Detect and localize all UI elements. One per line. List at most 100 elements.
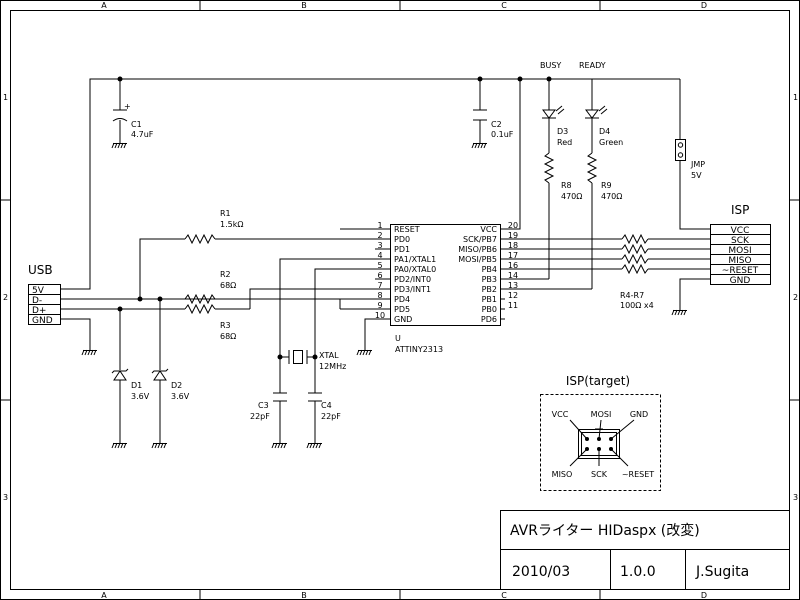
usb-pin-dminus: D-	[32, 296, 42, 306]
mcu-pin-name: RESET	[394, 225, 420, 234]
resistor-r3: R3 68Ω	[184, 303, 236, 341]
mcu-pin-name: PD2/INT0	[394, 275, 431, 284]
usb-title: USB	[28, 263, 53, 277]
mcu-pin-number: 12	[508, 291, 518, 300]
capacitor-c1: + C1 4.7uF	[112, 102, 154, 139]
net-label-ready: READY	[579, 61, 606, 70]
mcu-right-pins: 20VCC19SCK/PB718MISO/PB617MOSI/PB516PB41…	[458, 221, 518, 324]
c2-value: 0.1uF	[491, 130, 514, 139]
capacitor-c3: C3 22pF	[250, 392, 287, 421]
frame-col-label-c-bottom: C	[501, 591, 507, 600]
resistor-r8: R8 470Ω	[543, 152, 582, 201]
mcu-pin-name: PD4	[394, 295, 410, 304]
ground-icon	[111, 142, 127, 149]
mcu-pin-name: MOSI/PB5	[458, 255, 497, 264]
capacitor-c4: C4 22pF	[308, 392, 341, 421]
frame-row-label-3-right: 3	[793, 493, 798, 502]
isp-target-gnd: GND	[630, 410, 648, 419]
usb-pin-dplus: D+	[32, 306, 46, 316]
isp-connector: ISP VCC SCK MOSI MISO ~RESET GND	[710, 203, 771, 286]
mcu-pin-name: PB4	[482, 265, 497, 274]
d1-value: 3.6V	[131, 392, 150, 401]
isp-target-title: ISP(target)	[566, 374, 630, 388]
isp-target-vcc: VCC	[552, 410, 569, 419]
title-block: AVRライター HIDaspx (改変) 2010/03 1.0.0 J.Sug…	[500, 510, 790, 590]
isp-pin-reset: ~RESET	[722, 266, 759, 276]
isp-pin-gnd: GND	[730, 276, 751, 286]
mcu-pin-number: 1	[377, 221, 382, 230]
title-block-date: 2010/03	[512, 564, 570, 580]
resistor-r9: R9 470Ω	[586, 152, 622, 201]
mcu-pin-name: PA1/XTAL1	[394, 255, 436, 264]
frame-row-label-1-right: 1	[793, 93, 798, 102]
isp-title: ISP	[731, 203, 749, 217]
frame-col-label-c-top: C	[501, 1, 507, 10]
r1-value: 1.5kΩ	[220, 220, 243, 229]
title-block-title: AVRライター HIDaspx (改変)	[510, 522, 700, 539]
r9-ref: R9	[601, 181, 612, 190]
r3-value: 68Ω	[220, 332, 236, 341]
r8-value: 470Ω	[561, 192, 582, 201]
mcu-pin-name: SCK/PB7	[463, 235, 497, 244]
mcu-ref: U	[395, 334, 401, 343]
zener-d1: D1 3.6V	[111, 368, 150, 401]
c2-ref: C2	[491, 120, 502, 129]
frame-col-label-a-top: A	[101, 1, 107, 10]
frame-row-label-2-left: 2	[3, 293, 8, 302]
mcu-pin-number: 3	[377, 241, 382, 250]
frame-col-label-b-bottom: B	[301, 591, 307, 600]
ground-icon	[671, 309, 687, 316]
isp-target-diagram: ISP(target) VCC MOSI GND MISO SCK ~RESET	[540, 374, 661, 491]
ground-icon	[471, 142, 487, 149]
r1-ref: R1	[220, 209, 231, 218]
mcu-pin-number: 9	[377, 301, 382, 310]
frame-row-label-3-left: 3	[3, 493, 8, 502]
xtal-value: 12MHz	[319, 362, 346, 371]
frame-col-label-b-top: B	[301, 1, 307, 10]
resistor-r2: R2 68Ω	[184, 270, 236, 305]
mcu-pin-number: 14	[508, 271, 518, 280]
frame-col-label-a-bottom: A	[101, 591, 107, 600]
mcu-pin-name: VCC	[480, 225, 497, 234]
mcu-pin-name: GND	[394, 315, 412, 324]
isp-pin-sck: SCK	[731, 236, 750, 246]
usb-pin-gnd: GND	[32, 316, 53, 326]
r4r7-ref: R4-R7	[620, 291, 644, 300]
wiring	[60, 78, 710, 443]
mcu-pin-number: 17	[508, 251, 518, 260]
mcu-pin-number: 5	[377, 261, 382, 270]
mcu-pin-name: PD5	[394, 305, 410, 314]
ground-icon	[81, 349, 97, 356]
mcu-pin-number: 4	[377, 251, 382, 260]
mcu-pin-number: 16	[508, 261, 518, 270]
isp-pin-miso: MISO	[728, 256, 751, 266]
d2-value: 3.6V	[171, 392, 190, 401]
capacitor-c2: C2 0.1uF	[473, 109, 514, 139]
c3-ref: C3	[258, 401, 269, 410]
isp-target-miso: MISO	[552, 470, 573, 479]
ground-icon	[306, 442, 322, 449]
led-d4: D4 Green	[585, 105, 623, 147]
title-block-author: J.Sugita	[695, 564, 749, 580]
c3-value: 22pF	[250, 412, 270, 421]
isp-target-mosi: MOSI	[591, 410, 612, 419]
d1-ref: D1	[131, 381, 142, 390]
r3-ref: R3	[220, 321, 231, 330]
d4-value: Green	[599, 138, 623, 147]
mcu-pin-name: PD0	[394, 235, 410, 244]
mcu-pin-name: PD6	[481, 315, 497, 324]
usb-connector: USB 5V D- D+ GND	[28, 263, 61, 326]
d2-ref: D2	[171, 381, 182, 390]
gnd-symbols	[81, 142, 687, 449]
r9-value: 470Ω	[601, 192, 622, 201]
svg-text:+: +	[124, 102, 131, 111]
resistor-r1: R1 1.5kΩ	[184, 209, 243, 245]
mcu-pin-name: PB3	[482, 275, 497, 284]
frame-col-label-d-bottom: D	[701, 591, 707, 600]
ground-icon	[111, 442, 127, 449]
d3-ref: D3	[557, 127, 568, 136]
mcu-part: ATTINY2313	[395, 345, 443, 354]
mcu-pin-name: PD1	[394, 245, 410, 254]
